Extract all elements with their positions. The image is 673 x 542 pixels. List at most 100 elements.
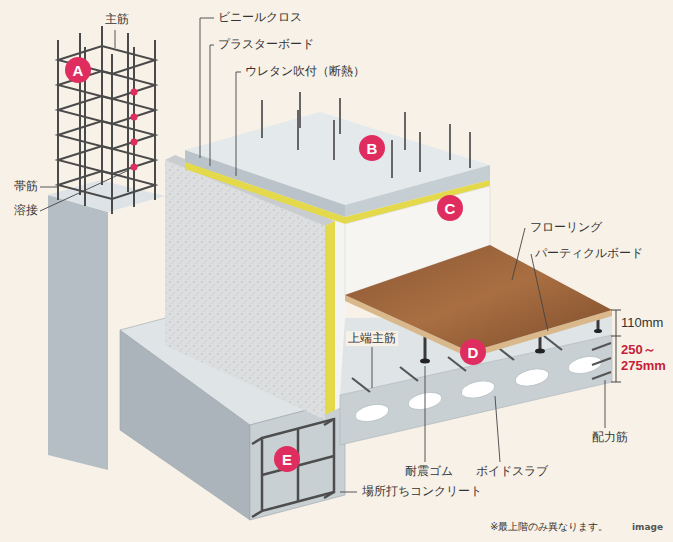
column xyxy=(48,180,165,212)
weld-dot xyxy=(131,114,138,121)
upper-slab xyxy=(185,112,490,224)
upper-slab xyxy=(185,162,345,224)
column-rebar xyxy=(58,171,155,199)
column xyxy=(48,195,108,470)
callout-letter: A xyxy=(73,63,84,78)
upper-slab-rebar xyxy=(469,132,471,168)
beam-rebar xyxy=(262,419,334,511)
rubber-post xyxy=(420,359,430,364)
distribution-rebar xyxy=(592,358,611,365)
floor xyxy=(345,245,612,352)
top-rebar xyxy=(352,378,370,392)
callout-circle: C xyxy=(437,195,463,221)
column-rebar xyxy=(58,26,155,214)
leader-line xyxy=(495,396,500,462)
callout-circle: D xyxy=(460,339,486,365)
void-slab xyxy=(567,354,604,377)
column-rebar xyxy=(111,54,113,214)
part-label: 耐震ゴム xyxy=(403,464,455,479)
upper-slab-rebar xyxy=(391,140,393,178)
distribution-rebar xyxy=(592,343,611,379)
dimension-label: 250～ 275mm xyxy=(619,342,668,373)
leader-line xyxy=(512,228,525,280)
column-rebar xyxy=(154,40,156,200)
leader-line xyxy=(605,380,606,428)
upper-slab-rebar xyxy=(339,98,341,134)
column-rebar xyxy=(101,26,103,185)
callout-circle: B xyxy=(359,135,385,161)
upper-slab-rebar xyxy=(449,124,451,160)
column-rebar xyxy=(58,146,155,174)
weld-dot xyxy=(131,89,138,171)
part-label: 主筋 xyxy=(103,12,131,27)
leader-line xyxy=(236,72,241,176)
beam-rebar xyxy=(252,438,262,444)
column-rebar xyxy=(133,47,135,207)
upper-slab-rebar xyxy=(404,112,406,150)
dimension-line xyxy=(616,310,617,382)
part-label: ウレタン吹付（断熱） xyxy=(243,64,367,79)
note-text: ※最上階のみ異なります。 xyxy=(488,521,610,534)
top-rebar xyxy=(544,336,562,350)
part-label: ボイドスラブ xyxy=(474,464,550,479)
callout-circle: A xyxy=(65,57,91,83)
part-label: プラスターボード xyxy=(216,37,316,52)
distribution-rebar xyxy=(592,343,611,350)
upper-slab xyxy=(185,150,345,217)
leader-line xyxy=(531,254,548,331)
dimension-label: 110mm xyxy=(619,315,665,331)
part-label: 場所打ちコンクリート xyxy=(360,484,484,499)
callout-letter: E xyxy=(282,452,292,467)
void-slab xyxy=(514,366,551,389)
leader-line xyxy=(425,366,426,462)
rubber-post xyxy=(535,349,545,354)
beam-rebar xyxy=(252,511,262,517)
column-rebar xyxy=(57,40,59,200)
void-slab xyxy=(354,402,391,425)
callout-letter: C xyxy=(445,201,456,216)
dimension-line xyxy=(611,310,621,311)
beam-rebar xyxy=(324,419,334,425)
callout-circle: E xyxy=(274,446,300,472)
upper-slab-rebar xyxy=(297,110,299,150)
part-label: 配力筋 xyxy=(590,430,630,445)
part-label: パーティクルボード xyxy=(533,246,645,261)
leader-line xyxy=(372,347,373,388)
dimension-line xyxy=(611,336,621,337)
leader-line xyxy=(340,492,357,493)
leader-line xyxy=(200,18,214,158)
weld-dot xyxy=(131,139,138,146)
leader-line xyxy=(115,30,116,48)
void-slab xyxy=(354,354,604,425)
beam-rebar xyxy=(252,419,334,517)
column-rebar xyxy=(58,96,155,124)
top-rebar xyxy=(400,367,418,381)
void-slab xyxy=(460,378,497,401)
beam xyxy=(250,400,345,520)
callout-letter: D xyxy=(468,345,479,360)
upper-slab-rebar xyxy=(262,92,470,178)
part-label: ビニールクロス xyxy=(216,10,304,25)
part-label: 帯筋 xyxy=(12,179,40,194)
void-slab xyxy=(340,335,612,445)
weld-dot xyxy=(131,89,138,96)
callout-letter: B xyxy=(367,141,378,156)
part-label: フローリング xyxy=(528,220,604,235)
beam-rebar xyxy=(324,492,334,498)
rubber-post xyxy=(594,329,602,333)
watermark: image xyxy=(630,522,665,533)
leader-line xyxy=(40,170,129,211)
upper-slab-rebar xyxy=(419,132,421,172)
distribution-rebar xyxy=(592,372,611,379)
wall xyxy=(325,221,335,415)
column-rebar xyxy=(58,121,155,149)
leader-line xyxy=(210,45,214,166)
upper-slab-rebar xyxy=(299,92,301,128)
weld-dot xyxy=(131,164,138,171)
upper-slab-rebar xyxy=(261,100,263,138)
part-label: 上端主筋 xyxy=(346,331,398,346)
leader-line xyxy=(40,18,605,492)
